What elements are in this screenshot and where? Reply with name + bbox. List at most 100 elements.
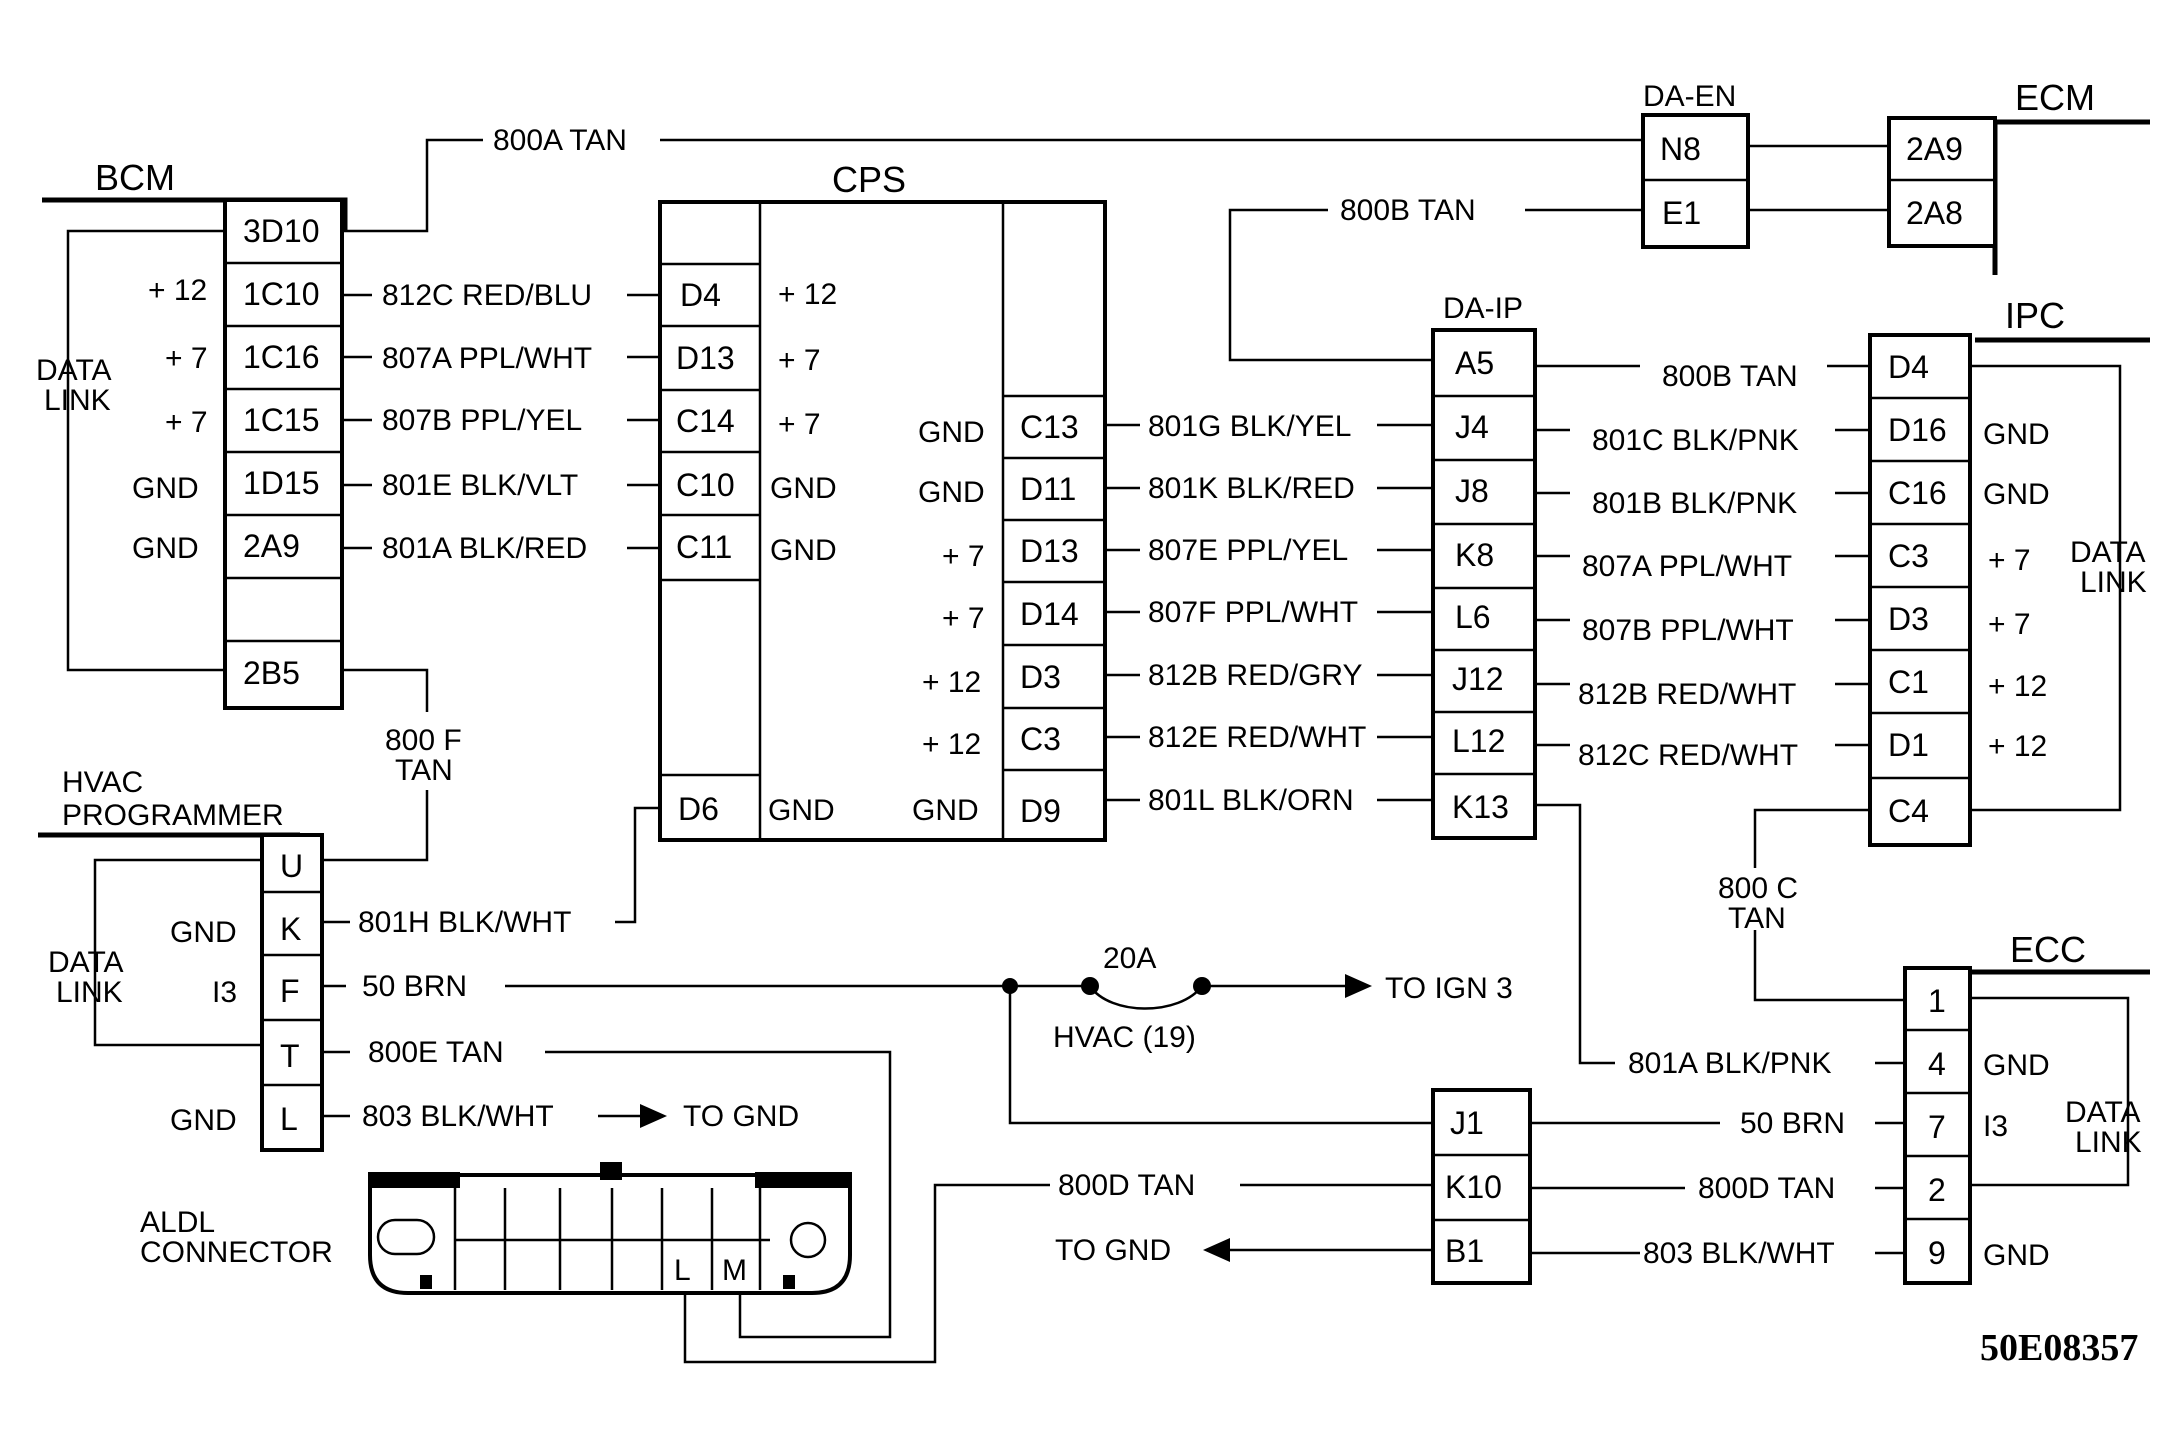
ipc-title: IPC [2005,295,2065,336]
hvac-pin: U [280,848,303,884]
cps-pin-label: GND [770,472,837,505]
cps-pin: C11 [676,529,732,565]
da-en-connector [1641,113,1750,249]
da-ip-connector [1431,328,1537,840]
ipc-pin: C3 [1888,538,1929,574]
wire-label: 800D TAN [1058,1169,1195,1202]
wire-label: 800B TAN [1340,194,1476,227]
hvac-data-link: LINK [56,976,123,1009]
cps-pin-label: GND [912,794,979,827]
wire-label: 801B BLK/PNK [1592,487,1797,520]
ecc-title: ECC [2010,929,2086,970]
bcm-title: BCM [95,157,175,198]
wire-label: 807B PPL/YEL [382,404,582,437]
bcm-connector [223,198,344,710]
fuse-terminal [1193,977,1211,995]
ipc-pin: D1 [1888,727,1929,763]
aldl-pin: L [674,1254,691,1287]
da-ip-pin: L6 [1455,599,1491,635]
wire-label: 803 BLK/WHT [362,1100,554,1133]
bcm-pin-label: + 7 [165,342,208,375]
ecc-pin: 7 [1928,1109,1946,1145]
cps-pin-label: GND [918,416,985,449]
bcm-pin-label: GND [132,472,199,505]
wires [38,119,2150,1364]
diagram-id: 50E08357 [1980,1327,2138,1369]
hvac-title: HVAC [62,766,143,799]
wire-label: 812B RED/WHT [1578,678,1796,711]
programmer-title: PROGRAMMER [62,799,284,832]
ipc-pin: D16 [1888,412,1947,448]
fuse-rating: 20A [1103,942,1156,975]
bcm-pin: 2B5 [243,655,300,691]
wire-label: 800B TAN [1662,360,1798,393]
bcm-pin: 1C10 [243,276,320,312]
ecc-pin: 2 [1928,1172,1946,1208]
ecc-data-link: DATA [2065,1096,2141,1129]
ipc-pin: C1 [1888,664,1929,700]
ipc-connector [1868,333,1972,847]
bcm-pin: 3D10 [243,213,320,249]
cps-pin: D13 [676,340,735,376]
hvac-programmer-connector [260,833,324,1152]
hvac-pin: K [280,911,301,947]
ipc-pin: D4 [1888,349,1929,385]
wire-label: 807F PPL/WHT [1148,596,1358,629]
da-en-pin: E1 [1662,195,1701,231]
ecc-pin-label: I3 [1983,1110,2008,1143]
wire-label: 800 C [1718,872,1798,905]
da-ip-pin: A5 [1455,345,1494,381]
splice-pin: J1 [1450,1105,1484,1141]
wire-label: 801L BLK/ORN [1148,784,1354,817]
wire-label: 801H BLK/WHT [358,906,571,939]
da-ip-pin: J4 [1455,409,1489,445]
to-gnd-label: TO GND [1055,1234,1171,1267]
aldl-title: ALDL [140,1206,215,1239]
wire-label: 812C RED/WHT [1578,739,1798,772]
splice-pin: K10 [1445,1169,1502,1205]
cps-pin-label: + 12 [922,728,981,761]
splice-pin: B1 [1445,1233,1484,1269]
ecc-pin: 1 [1928,983,1946,1019]
splice-points [1002,977,1211,995]
cps-pin-label: GND [918,476,985,509]
da-ip-pin: K8 [1455,537,1494,573]
cps-pin: C13 [1020,409,1079,445]
cps-pin-label: GND [768,794,835,827]
ipc-pin: C16 [1888,475,1947,511]
ecc-pin: 9 [1928,1235,1946,1271]
ecm-pin: 2A9 [1906,131,1963,167]
aldl-connector [368,1162,852,1295]
cps-pin-label: + 12 [922,666,981,699]
bcm-pin: 1C15 [243,402,320,438]
da-ip-pin: L12 [1452,723,1505,759]
ipc-pin-label: GND [1983,478,2050,511]
ipc-pin-label: + 12 [1988,730,2047,763]
bcm-pin-label: + 12 [148,274,207,307]
wire-label: 812C RED/BLU [382,279,592,312]
cps-pin: D9 [1020,793,1061,829]
da-ip-pin: J12 [1452,661,1504,697]
ipc-pin: C4 [1888,793,1929,829]
cps-pin: C3 [1020,721,1061,757]
da-en-title: DA-EN [1643,80,1736,113]
ecc-connector [1903,966,1972,1285]
da-ip-pin: K13 [1452,789,1509,825]
ecc-pin-label: GND [1983,1239,2050,1272]
cps-pin-label: + 7 [778,344,821,377]
aldl-subtitle: CONNECTOR [140,1236,333,1269]
da-ip-pin: J8 [1455,473,1489,509]
splice-connector [1431,1088,1532,1285]
bcm-pin: 2A9 [243,528,300,564]
cps-pin: D3 [1020,659,1061,695]
cps-pin: D11 [1020,471,1076,507]
bcm-pin: 1D15 [243,465,320,501]
bcm-pin-label: + 7 [165,406,208,439]
cps-title: CPS [832,159,906,200]
splice-dot [1002,978,1018,994]
to-ign3-label: TO IGN 3 [1385,972,1513,1005]
wire-label: 807E PPL/YEL [1148,534,1348,567]
da-en-pin: N8 [1660,131,1701,167]
